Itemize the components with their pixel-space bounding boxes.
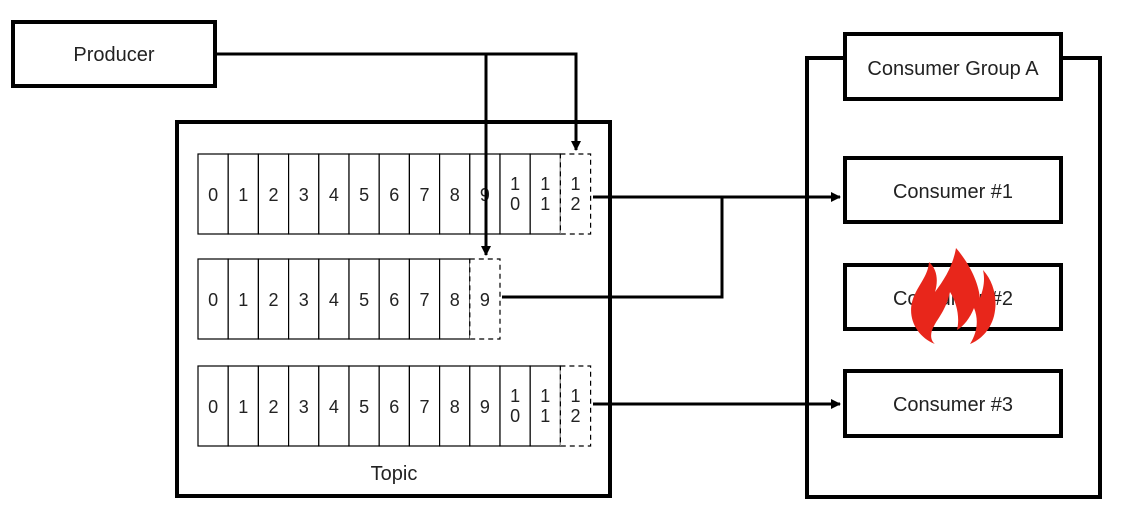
partition-0-offset-cell [499,153,531,235]
partition-2-offset-label: 5 [359,397,369,417]
consumer-3-label: Consumer #3 [893,394,1013,416]
partition-1-offset-label: 7 [419,290,429,310]
partition-2-offset-cell [348,365,380,447]
partition-1-offset-label: 4 [329,290,339,310]
partition-0-offset-label: 6 [389,185,399,205]
partition-0-offset-label: 4 [329,185,339,205]
partition-1-offset-cell [408,258,441,340]
consumer-group-label: Consumer Group A [867,58,1039,80]
partition-1-offset-label: 5 [359,290,369,310]
partition-2-offset-cell [288,365,320,447]
consumer-1-label: Consumer #1 [893,181,1013,203]
partition-2-offset-label: 6 [389,397,399,417]
connectors [215,52,841,409]
partition-1-offset-cell [288,258,320,340]
partition-1-offset-label: 2 [268,290,278,310]
producer-box: Producer [11,20,217,88]
partition-1-offset-cell [348,258,380,340]
partition-2-offset-label: 8 [450,397,460,417]
partition-2-offset-cell [408,365,441,447]
fire-icon [911,248,996,344]
partition-2-offset-label: 3 [299,397,309,417]
partition-1-offset-label: 9 [480,290,490,310]
partition-0-offset-cell [227,153,259,235]
partition-2-offset-cell [257,365,290,447]
partition-1-offset-label: 6 [389,290,399,310]
topic-label: Topic [371,463,418,485]
partition-0-offset-cell [257,153,290,235]
producer-label: Producer [73,44,154,66]
partition-0-offset-cell [408,153,441,235]
partition-1-offset-label: 1 [238,290,248,310]
partition-2-offset-label: 9 [480,397,490,417]
consumer-1-box: Consumer #1 [843,156,1063,224]
partition-2-offset-cell [318,365,350,447]
partition-0-offset-cell [197,153,229,235]
partition-1-offset-cell [227,258,259,340]
partition-2-offset-label: 4 [329,397,339,417]
partition-0-offset-label: 7 [419,185,429,205]
partition-2-offset-cell [499,365,531,447]
partition-0-offset-label: 0 [208,185,218,205]
partition-0-offset-label: 1 [238,185,248,205]
partition-2-offset-cell [378,365,411,447]
partition-2-offset-label: 0 [208,397,218,417]
partition-0-offset-cell [288,153,320,235]
partition-2-offset-label: 1 [238,397,248,417]
partition-1-offset-label: 3 [299,290,309,310]
partition-1-offset-cell [318,258,350,340]
partition-1-offset-label: 8 [450,290,460,310]
partition-2-offset-label: 2 [268,397,278,417]
partition-0-offset-cell [529,153,562,235]
topic-box: Topic [175,120,612,498]
partition-1-to-consumer-1-line [502,197,724,299]
partition-0-offset-label: 8 [450,185,460,205]
partition-1-offset-label: 0 [208,290,218,310]
partition-1-offset-cell [378,258,411,340]
partition-0-offset-cell [318,153,350,235]
partition-0-offset-label: 5 [359,185,369,205]
partition-0-offset-cell [439,153,471,235]
partition-2-offset-cell [227,365,259,447]
consumer-group-box: Consumer Group A [805,32,1102,499]
partition-2-pending-offset-cell [559,365,592,447]
partition-0-offset-label: 3 [299,185,309,205]
partition-0-pending-offset-cell [559,153,592,235]
partition-1-pending-offset-cell [469,258,501,340]
consumer-3-box: Consumer #3 [843,369,1063,438]
producer-to-partition-0-arrow [215,52,581,151]
partition-0-offset-cell [378,153,411,235]
partition-1-offset-cell [197,258,229,340]
partition-2-offset-label: 7 [419,397,429,417]
partition-1-offset-cell [257,258,290,340]
partition-1-offset-cell [439,258,471,340]
partition-0-offset-label: 2 [268,185,278,205]
